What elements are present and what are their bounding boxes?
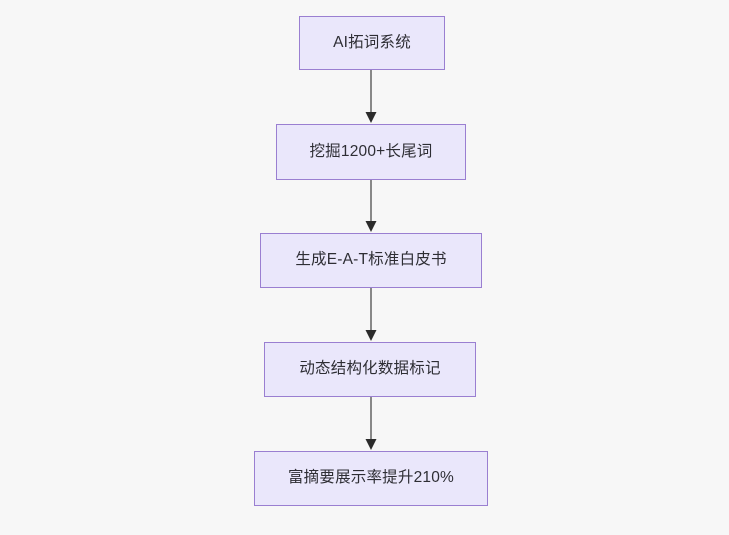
- node-label: AI拓词系统: [333, 33, 411, 51]
- connector-arrow-1: [359, 70, 383, 124]
- flowchart-node-rich-snippet-uplift[interactable]: 富摘要展示率提升210%: [254, 451, 488, 506]
- node-label: 生成E-A-T标准白皮书: [295, 251, 447, 269]
- connector-arrow-3: [359, 288, 383, 342]
- node-label: 动态结构化数据标记: [299, 360, 441, 378]
- flowchart-node-ai-keyword-system[interactable]: AI拓词系统: [299, 16, 445, 70]
- flowchart-node-mine-longtail-keywords[interactable]: 挖掘1200+长尾词: [276, 124, 466, 180]
- node-label: 富摘要展示率提升210%: [287, 469, 455, 487]
- connector-arrow-2: [359, 180, 383, 233]
- node-label: 挖掘1200+长尾词: [309, 142, 433, 160]
- flowchart-node-generate-eat-whitepaper[interactable]: 生成E-A-T标准白皮书: [260, 233, 482, 288]
- connector-arrow-4: [359, 397, 383, 451]
- flowchart-node-dynamic-structured-data[interactable]: 动态结构化数据标记: [264, 342, 476, 397]
